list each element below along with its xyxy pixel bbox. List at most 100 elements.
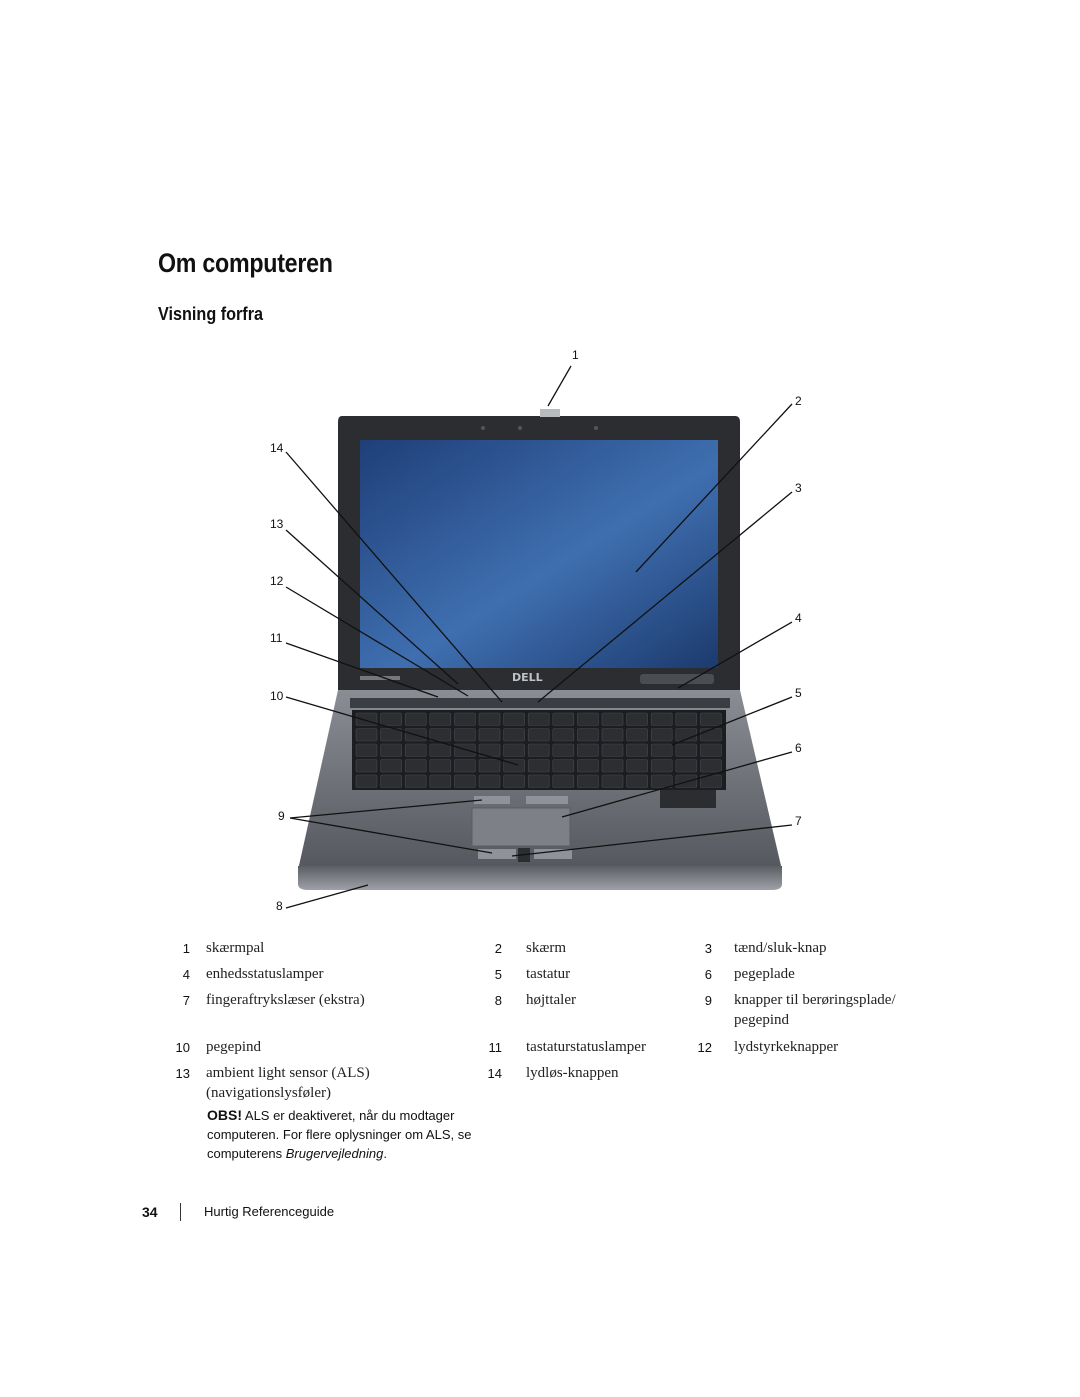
- page-title: Om computeren: [158, 248, 333, 278]
- callout-5: 5: [795, 686, 802, 700]
- callout-10: 10: [270, 689, 284, 703]
- callout-8: 8: [276, 899, 283, 913]
- keyboard-key: [429, 728, 452, 742]
- legend-label: tastaturstatuslamper: [526, 1039, 646, 1055]
- legend-label: skærm: [526, 940, 567, 956]
- keyboard-key: [404, 712, 427, 726]
- laptop-lid: DELL: [338, 409, 740, 690]
- note-text: ALS er deaktiveret, når du modtager comp…: [207, 1108, 472, 1161]
- keyboard-key: [626, 743, 648, 757]
- keyboard-key: [700, 728, 722, 742]
- note-end: .: [383, 1146, 387, 1161]
- legend-number: 10: [175, 1040, 190, 1055]
- keyboard-key: [626, 712, 648, 726]
- keyboard-key: [454, 728, 476, 742]
- keyboard-keys: [355, 712, 722, 788]
- keyboard-key: [552, 759, 575, 773]
- keyboard-key: [429, 759, 452, 773]
- keyboard-key: [478, 759, 501, 773]
- page-number: 34: [142, 1204, 158, 1220]
- laptop-figure: DELL 1 2 3: [270, 348, 802, 913]
- legend-number: 8: [494, 993, 502, 1008]
- keyboard-key: [454, 712, 476, 726]
- keyboard-key: [675, 743, 698, 757]
- keyboard-key: [601, 743, 624, 757]
- legend-row: 7 fingeraftrykslæser (ekstra) 8 højttale…: [170, 990, 940, 1037]
- keyboard-key: [650, 759, 673, 773]
- legend-label: tastatur: [526, 966, 571, 982]
- keyboard-key: [527, 728, 550, 742]
- callout-13: 13: [270, 517, 284, 531]
- keyboard-key: [478, 712, 501, 726]
- callout-1: 1: [572, 348, 579, 362]
- legend-row: 4 enhedsstatuslamper 5 tastatur 6 pegepl…: [170, 964, 940, 990]
- legend-number: 7: [182, 993, 190, 1008]
- legend-number: 14: [487, 1066, 502, 1081]
- keyboard-key: [552, 743, 575, 757]
- legend-label: pegeplade: [734, 966, 795, 982]
- keyboard-key: [650, 743, 673, 757]
- callout-7: 7: [795, 814, 802, 828]
- keyboard-key: [478, 774, 501, 788]
- keyboard-key: [454, 743, 476, 757]
- keyboard-key: [650, 728, 673, 742]
- keyboard-key: [700, 712, 722, 726]
- keyboard-key: [626, 728, 648, 742]
- keyboard-key: [355, 728, 378, 742]
- display-latch: [540, 409, 560, 417]
- callout-3: 3: [795, 481, 802, 495]
- legend-number: 5: [494, 967, 502, 982]
- display-screen: [360, 440, 718, 668]
- keyboard-key: [404, 759, 427, 773]
- keyboard-key: [380, 728, 402, 742]
- note-prefix: OBS!: [207, 1107, 242, 1123]
- keyboard-key: [650, 774, 673, 788]
- keyboard-key: [380, 743, 402, 757]
- legend-row: 1 skærmpal 2 skærm 3 tænd/sluk-knap: [170, 938, 940, 964]
- keyboard-key: [355, 712, 378, 726]
- keyboard-key: [503, 728, 525, 742]
- keyboard-key: [404, 743, 427, 757]
- legend-number: 12: [697, 1040, 712, 1055]
- legend-label: skærmpal: [206, 940, 265, 956]
- keyboard-key: [626, 759, 648, 773]
- keyboard-key: [675, 759, 698, 773]
- keyboard-key: [577, 774, 599, 788]
- callout-14: 14: [270, 441, 284, 455]
- legend-number: 6: [704, 967, 712, 982]
- legend-label: lydløs-knappen: [526, 1065, 619, 1081]
- keyboard-key: [577, 759, 599, 773]
- keyboard-key: [380, 759, 402, 773]
- legend-number: 11: [488, 1040, 503, 1055]
- legend-number: 3: [704, 941, 712, 956]
- keyboard-key: [527, 743, 550, 757]
- note-doc-title: Brugervejledning: [285, 1146, 384, 1161]
- callout-11: 11: [270, 631, 283, 645]
- callout-2: 2: [795, 394, 802, 408]
- footer-title: Hurtig Referenceguide: [204, 1204, 335, 1219]
- keyboard-key: [380, 774, 402, 788]
- keyboard-key: [527, 712, 550, 726]
- keyboard-key: [355, 774, 378, 788]
- keyboard-key: [552, 712, 575, 726]
- keyboard-key: [454, 774, 476, 788]
- legend-label: ambient light sensor (ALS) (navigationsl…: [206, 1065, 370, 1101]
- touch-pad: [471, 807, 571, 847]
- keyboard-key: [601, 759, 624, 773]
- callout-9: 9: [278, 809, 285, 823]
- legend-number: 9: [704, 993, 712, 1008]
- laptop-base: [298, 690, 782, 890]
- keyboard-key: [429, 743, 452, 757]
- legend-table: 1 skærmpal 2 skærm 3 tænd/sluk-knap 4 en…: [170, 938, 940, 1101]
- legend-label: knapper til berøringsplade/ pegepind: [734, 992, 896, 1028]
- keyboard-key: [552, 774, 575, 788]
- keyboard-key: [503, 712, 525, 726]
- keyboard-key: [429, 712, 452, 726]
- keyboard-key: [675, 712, 698, 726]
- keyboard-key: [626, 774, 648, 788]
- legend-number: 4: [182, 967, 190, 982]
- footer-divider: [180, 1203, 181, 1221]
- legend-number: 2: [494, 941, 502, 956]
- keyboard-key: [355, 759, 378, 773]
- legend-label: pegepind: [206, 1039, 261, 1055]
